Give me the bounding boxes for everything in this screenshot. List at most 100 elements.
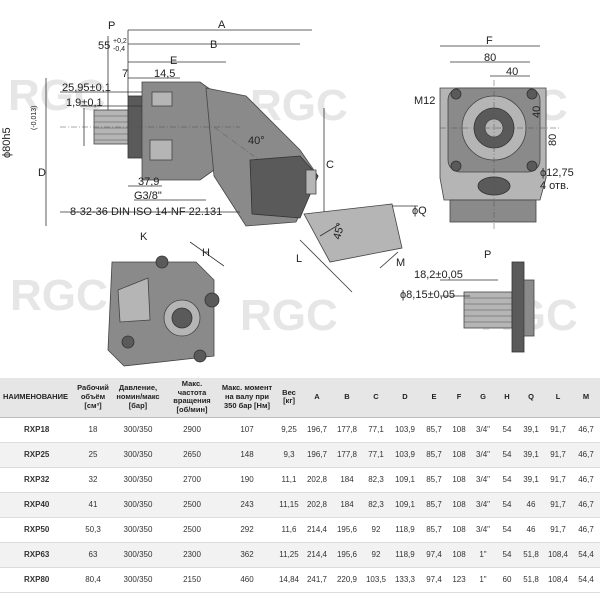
table-cell: 108	[448, 517, 470, 543]
table-cell: 123	[448, 567, 470, 593]
table-cell: 54	[496, 492, 518, 518]
dim-f-40: 40	[506, 66, 518, 78]
model-name-cell: RXP80	[0, 567, 76, 593]
col-header: Рабочий объём [см³]	[76, 378, 110, 418]
table-cell: 54	[496, 517, 518, 543]
label-f: F	[486, 35, 493, 47]
dim-v-40: 40	[531, 106, 543, 118]
table-cell: 118,9	[390, 542, 420, 568]
table-cell: 214,4	[302, 542, 332, 568]
table-cell: 300/350	[110, 567, 166, 593]
table-cell: 196,7	[302, 417, 332, 443]
col-header: A	[302, 378, 332, 418]
table-cell: 133,3	[390, 567, 420, 593]
table-cell: 195,6	[332, 542, 362, 568]
table-cell: 3/4"	[470, 467, 496, 493]
table-cell: 97,4	[420, 567, 448, 593]
label-p-view: P	[484, 249, 491, 261]
col-header: L	[544, 378, 572, 418]
table-cell: 2300	[166, 542, 218, 568]
table-cell: 11,15	[276, 492, 302, 518]
table-cell: 97,4	[420, 542, 448, 568]
table-cell: 300/350	[110, 442, 166, 468]
table-cell: 51,8	[518, 567, 544, 593]
table-cell: 196,7	[302, 442, 332, 468]
label-e: E	[170, 55, 177, 67]
thread-label: G3/8"	[134, 190, 162, 202]
table-cell: 108	[448, 492, 470, 518]
dim-p-tol-down: -0,4	[113, 46, 125, 53]
col-header: Давление, номин/макс [бар]	[110, 378, 166, 418]
model-name-cell: RXP18	[0, 417, 76, 443]
table-cell: 91,7	[544, 492, 572, 518]
col-header: M	[572, 378, 600, 418]
table-cell: 54	[496, 542, 518, 568]
dim-37-9: 37,9	[138, 176, 159, 188]
table-cell: 3/4"	[470, 442, 496, 468]
table-cell: 92	[362, 517, 390, 543]
port-extension	[299, 203, 418, 293]
table-cell: 11,25	[276, 542, 302, 568]
table-cell: 103,5	[362, 567, 390, 593]
table-cell: 177,8	[332, 417, 362, 443]
table-cell: 32	[76, 467, 110, 493]
table-cell: 11,1	[276, 467, 302, 493]
table-cell: 2650	[166, 442, 218, 468]
col-header: НАИМЕНОВАНИЕ	[0, 378, 76, 418]
dim-shaft-diameter: ϕ80h5	[1, 127, 13, 158]
table-cell: 2700	[166, 467, 218, 493]
table-cell: 300/350	[110, 542, 166, 568]
table-cell: 108	[448, 417, 470, 443]
label-h: H	[202, 247, 210, 259]
table-cell: 362	[218, 542, 276, 568]
table-cell: 77,1	[362, 417, 390, 443]
table-cell: 51,8	[518, 542, 544, 568]
table-cell: 190	[218, 467, 276, 493]
col-header: F	[448, 378, 470, 418]
table-cell: 148	[218, 442, 276, 468]
dim-p-tol-up: +0,2	[113, 38, 127, 45]
dim-25-95: 25,95±0,1	[62, 82, 111, 94]
table-cell: 243	[218, 492, 276, 518]
table-cell: 54	[496, 467, 518, 493]
label-l: L	[296, 253, 302, 265]
table-cell: 292	[218, 517, 276, 543]
table-cell: 300/350	[110, 467, 166, 493]
table-cell: 108	[448, 542, 470, 568]
table-cell: 85,7	[420, 517, 448, 543]
watermark: RGC	[8, 71, 106, 120]
view-k	[107, 241, 225, 367]
dim-14-5: 14,5	[154, 68, 175, 80]
table-cell: 46	[518, 517, 544, 543]
table-header-row: НАИМЕНОВАНИЕ Рабочий объём [см³] Давлени…	[0, 378, 600, 418]
dim-v-80: 80	[547, 134, 559, 146]
table-cell: 80,4	[76, 567, 110, 593]
table-cell: 3/4"	[470, 417, 496, 443]
table-cell: 85,7	[420, 417, 448, 443]
table-cell: 91,7	[544, 442, 572, 468]
label-q: ϕQ	[412, 205, 427, 217]
col-header: H	[496, 378, 518, 418]
table-cell: 300/350	[110, 517, 166, 543]
dim-angle-45: 45°	[331, 222, 347, 241]
watermark: RGC	[10, 271, 108, 320]
table-cell: 108,4	[544, 567, 572, 593]
table-cell: 1"	[470, 567, 496, 593]
table-cell: 54	[496, 417, 518, 443]
table-cell: 118,9	[390, 517, 420, 543]
table-cell: 9,25	[276, 417, 302, 443]
table-cell: 14,84	[276, 567, 302, 593]
table-cell: 91,7	[544, 417, 572, 443]
table-cell: 39,1	[518, 442, 544, 468]
table-cell: 50,3	[76, 517, 110, 543]
table-cell: 202,8	[302, 467, 332, 493]
dim-8-15: ϕ8,15±0,05	[400, 289, 455, 301]
table-cell: 1"	[470, 542, 496, 568]
dim-shaft-tolerance: (-0,013)	[31, 105, 38, 130]
label-m12: M12	[414, 95, 435, 107]
dim-7: 7	[122, 68, 128, 80]
table-cell: 39,1	[518, 417, 544, 443]
